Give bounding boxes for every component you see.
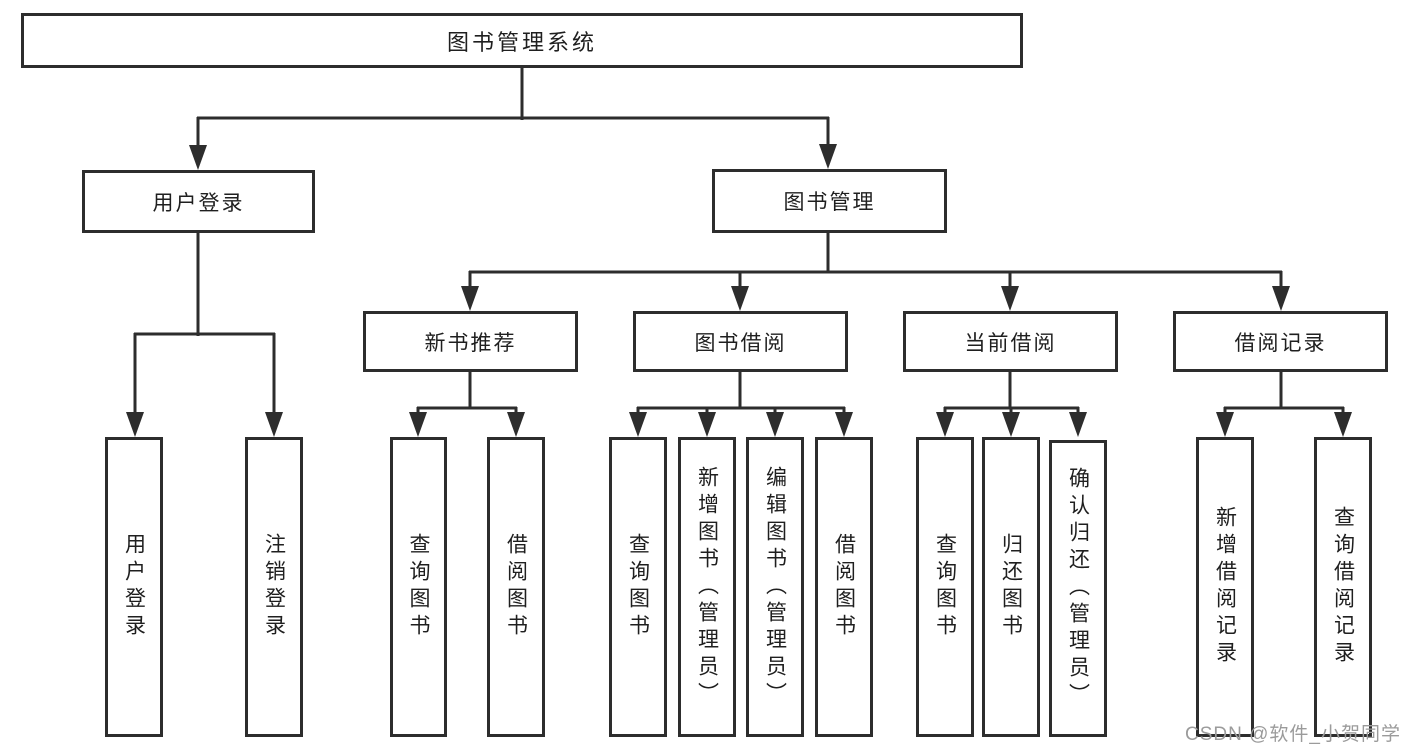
node-logout-action-label: 注销登录 xyxy=(262,533,286,641)
arrowhead xyxy=(1002,412,1020,437)
node-return-books: 归还图书 xyxy=(982,437,1040,737)
node-edit-books-admin-label: 编辑图书（管理员） xyxy=(763,465,787,709)
arrowhead xyxy=(1334,412,1352,437)
node-query-books-1: 查询图书 xyxy=(390,437,447,737)
arrowhead xyxy=(1216,412,1234,437)
node-root-label: 图书管理系统 xyxy=(446,29,597,55)
node-logout-action: 注销登录 xyxy=(245,437,303,737)
arrowhead xyxy=(1001,286,1019,311)
node-borrow-books-2-label: 借阅图书 xyxy=(832,533,856,641)
node-current-borrowing: 当前借阅 xyxy=(903,311,1118,372)
node-confirm-return-admin-label: 确认归还（管理员） xyxy=(1066,467,1090,710)
arrowhead xyxy=(1069,412,1087,437)
node-add-books-admin: 新增图书（管理员） xyxy=(678,437,736,737)
node-new-book-recommendation: 新书推荐 xyxy=(363,311,578,372)
arrowhead xyxy=(461,286,479,311)
node-query-books-1-label: 查询图书 xyxy=(407,533,430,641)
node-borrow-books-1-label: 借阅图书 xyxy=(504,533,528,641)
arrowhead xyxy=(766,412,784,437)
node-add-borrow-record-label: 新增借阅记录 xyxy=(1213,506,1237,668)
node-borrow-books-2: 借阅图书 xyxy=(815,437,873,737)
node-return-books-label: 归还图书 xyxy=(999,533,1023,641)
node-book-borrowing-label: 图书借阅 xyxy=(694,331,787,355)
arrowhead xyxy=(409,412,427,437)
arrowhead xyxy=(126,412,144,437)
arrowhead xyxy=(265,412,283,437)
node-query-books-3-label: 查询图书 xyxy=(933,533,957,641)
node-add-books-admin-label: 新增图书（管理员） xyxy=(695,465,719,709)
arrowhead xyxy=(507,412,525,437)
arrowhead xyxy=(819,144,837,169)
arrowhead xyxy=(1272,286,1290,311)
node-borrowing-records: 借阅记录 xyxy=(1173,311,1388,372)
node-query-books-3: 查询图书 xyxy=(916,437,974,737)
node-root: 图书管理系统 xyxy=(21,13,1023,68)
node-edit-books-admin: 编辑图书（管理员） xyxy=(746,437,804,737)
node-user-login-action-label: 用户登录 xyxy=(122,533,146,641)
node-add-borrow-record: 新增借阅记录 xyxy=(1196,437,1254,737)
arrowhead xyxy=(936,412,954,437)
node-query-borrow-record-label: 查询借阅记录 xyxy=(1331,506,1355,668)
arrowhead xyxy=(731,286,749,311)
node-borrow-books-1: 借阅图书 xyxy=(487,437,545,737)
node-book-management: 图书管理 xyxy=(712,169,947,233)
node-user-login-action: 用户登录 xyxy=(105,437,163,737)
node-query-books-2-label: 查询图书 xyxy=(626,533,650,641)
arrowhead xyxy=(698,412,716,437)
node-book-borrowing: 图书借阅 xyxy=(633,311,848,372)
arrowhead xyxy=(189,145,207,170)
node-query-books-2: 查询图书 xyxy=(609,437,667,737)
node-new-book-recommendation-label: 新书推荐 xyxy=(424,331,517,355)
node-user-login-label: 用户登录 xyxy=(152,191,245,215)
node-book-management-label: 图书管理 xyxy=(783,191,876,214)
arrowhead xyxy=(835,412,853,437)
node-borrowing-records-label: 借阅记录 xyxy=(1234,331,1327,355)
node-confirm-return-admin: 确认归还（管理员） xyxy=(1049,440,1107,737)
watermark-text: CSDN @软件_小贺同学 xyxy=(1185,724,1401,745)
node-user-login: 用户登录 xyxy=(82,170,315,233)
arrowhead xyxy=(629,412,647,437)
node-current-borrowing-label: 当前借阅 xyxy=(964,331,1057,355)
node-query-borrow-record: 查询借阅记录 xyxy=(1314,437,1372,737)
